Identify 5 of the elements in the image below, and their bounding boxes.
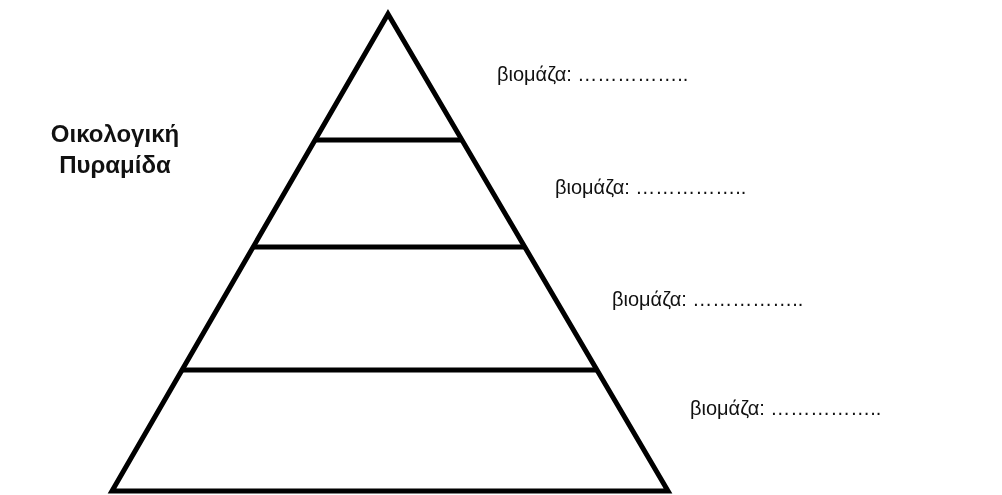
biomass-fill-in-label: βιομάζα: …………….. (555, 176, 747, 199)
title: Οικολογική Πυραμίδα (49, 119, 181, 180)
biomass-fill-in-label: βιομάζα: …………….. (690, 397, 882, 420)
biomass-fill-in-label: βιομάζα: …………….. (612, 288, 804, 311)
biomass-fill-in-label: βιομάζα: …………….. (497, 63, 689, 86)
